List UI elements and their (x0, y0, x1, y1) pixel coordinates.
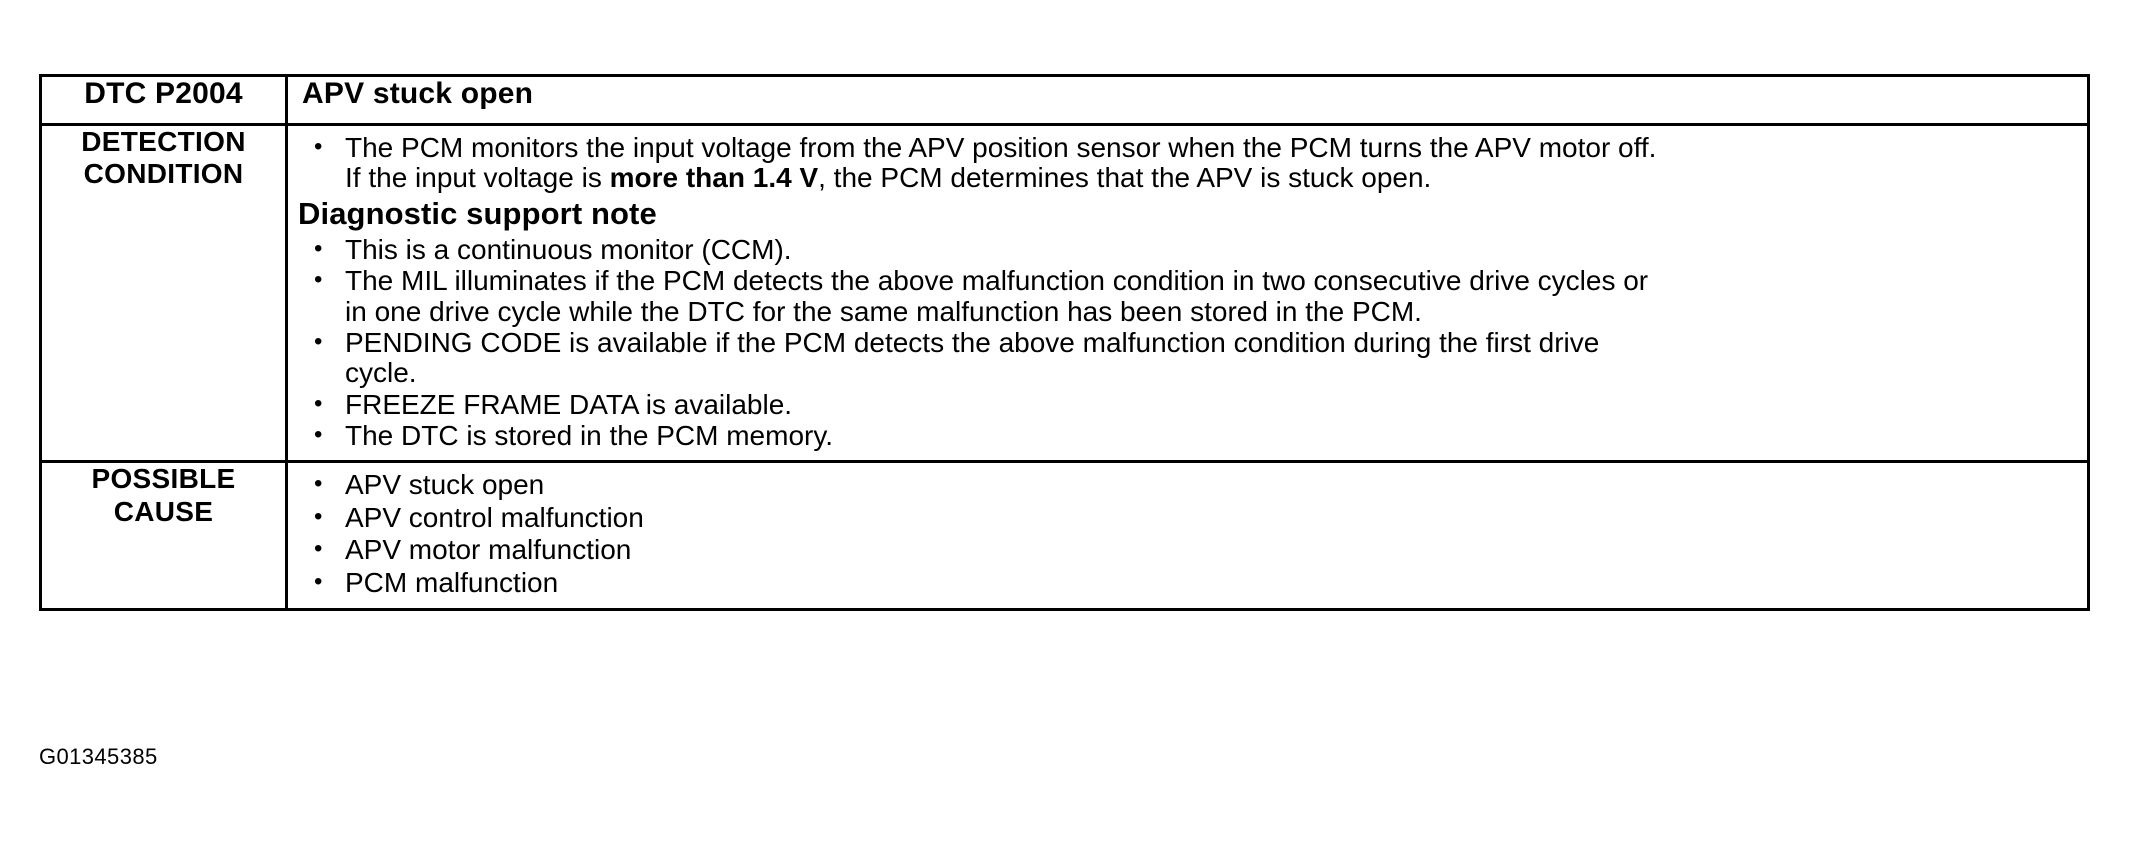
table-row-detection-condition: DETECTION CONDITION The PCM monitors the… (39, 122, 2090, 464)
possible-cause-label-cell: POSSIBLE CAUSE (39, 460, 288, 611)
list-item: PCM malfunction (298, 566, 2077, 598)
figure-caption: G01345385 (39, 744, 158, 769)
list-item: The PCM monitors the input voltage from … (298, 132, 2077, 194)
detection-condition-label-line2: CONDITION (83, 158, 244, 190)
detection-condition-content-cell: The PCM monitors the input voltage from … (285, 122, 2090, 464)
list-item: APV motor malfunction (298, 534, 2077, 565)
possible-cause-label-line2: CAUSE (113, 495, 214, 527)
detection-bullet-list-top: The PCM monitors the input voltage from … (298, 132, 2077, 194)
table-row-header: DTC P2004 APV stuck open (39, 74, 2090, 126)
bullet-line-2: in one drive cycle while the DTC for the… (345, 295, 1422, 327)
bullet-line-1: FREEZE FRAME DATA is available. (345, 388, 793, 420)
detection-bullet-list-bottom: This is a continuous monitor (CCM). The … (298, 233, 2077, 452)
list-item: PENDING CODE is available if the PCM det… (298, 326, 2077, 389)
bullet-line-2: cycle. (345, 357, 417, 389)
voltage-threshold-value: more than 1.4 V (609, 162, 819, 194)
possible-cause-list: APV stuck open APV control malfunction A… (298, 469, 2077, 598)
bullet-line-2-pre: If the input voltage is (345, 162, 610, 194)
bullet-line-1: The MIL illuminates if the PCM detects t… (345, 265, 1649, 297)
possible-cause-label-line1: POSSIBLE (91, 463, 236, 495)
diagnostic-support-note-heading: Diagnostic support note (298, 195, 657, 231)
list-item: This is a continuous monitor (CCM). (298, 233, 2077, 265)
list-item: FREEZE FRAME DATA is available. (298, 388, 2077, 420)
dtc-code-cell: DTC P2004 (39, 74, 288, 126)
possible-cause-content-cell: APV stuck open APV control malfunction A… (285, 460, 2090, 611)
bullet-line-1: PENDING CODE is available if the PCM det… (345, 326, 1600, 358)
bullet-line-1: This is a continuous monitor (CCM). (345, 233, 792, 265)
list-item: The MIL illuminates if the PCM detects t… (298, 265, 2077, 327)
bullet-line-2: If the input voltage is more than 1.4 V,… (345, 163, 2077, 193)
list-item: The DTC is stored in the PCM memory. (298, 420, 2077, 451)
table-row-possible-cause: POSSIBLE CAUSE APV stuck open APV contro… (39, 460, 2090, 611)
dtc-name-cell: APV stuck open (285, 74, 2090, 126)
bullet-line-1: The PCM monitors the input voltage from … (345, 132, 1657, 163)
dtc-table: DTC P2004 APV stuck open DETECTION CONDI… (39, 74, 2090, 611)
list-item: APV stuck open (298, 469, 2077, 500)
bullet-line-2-post: , the PCM determines that the APV is stu… (818, 162, 1432, 194)
list-item: APV control malfunction (298, 502, 2077, 533)
detection-condition-label-line1: DETECTION (81, 126, 246, 157)
bullet-line-1: The DTC is stored in the PCM memory. (345, 420, 834, 451)
detection-condition-label-cell: DETECTION CONDITION (39, 122, 288, 464)
